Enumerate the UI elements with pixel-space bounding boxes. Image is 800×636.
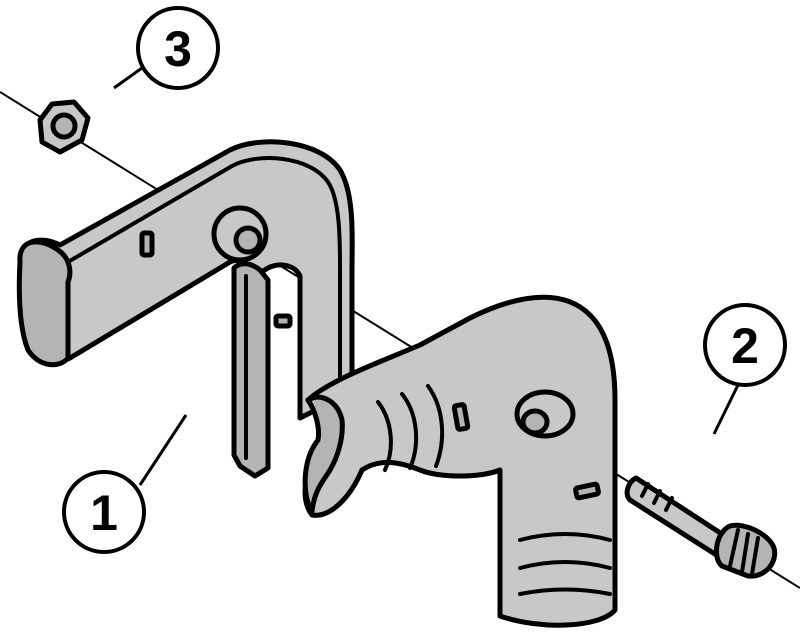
callout-2: 2 — [703, 303, 787, 435]
lower-elbow-half — [302, 294, 618, 628]
callout-2-circle — [703, 303, 787, 387]
callout-1-leader — [138, 414, 188, 486]
callout-2-leader — [712, 384, 740, 435]
callout-3-circle — [136, 6, 220, 90]
callout-3-leader — [113, 66, 143, 90]
callout-3: 3 — [113, 6, 220, 90]
callout-1-circle — [62, 470, 146, 554]
hex-nut — [37, 99, 91, 155]
callout-1: 1 — [62, 414, 188, 554]
screw — [624, 475, 778, 579]
callout-1-label: 1 — [90, 485, 118, 541]
upper-bracket-half — [16, 139, 355, 479]
callout-3-label: 3 — [164, 21, 192, 77]
callout-2-label: 2 — [731, 318, 759, 374]
